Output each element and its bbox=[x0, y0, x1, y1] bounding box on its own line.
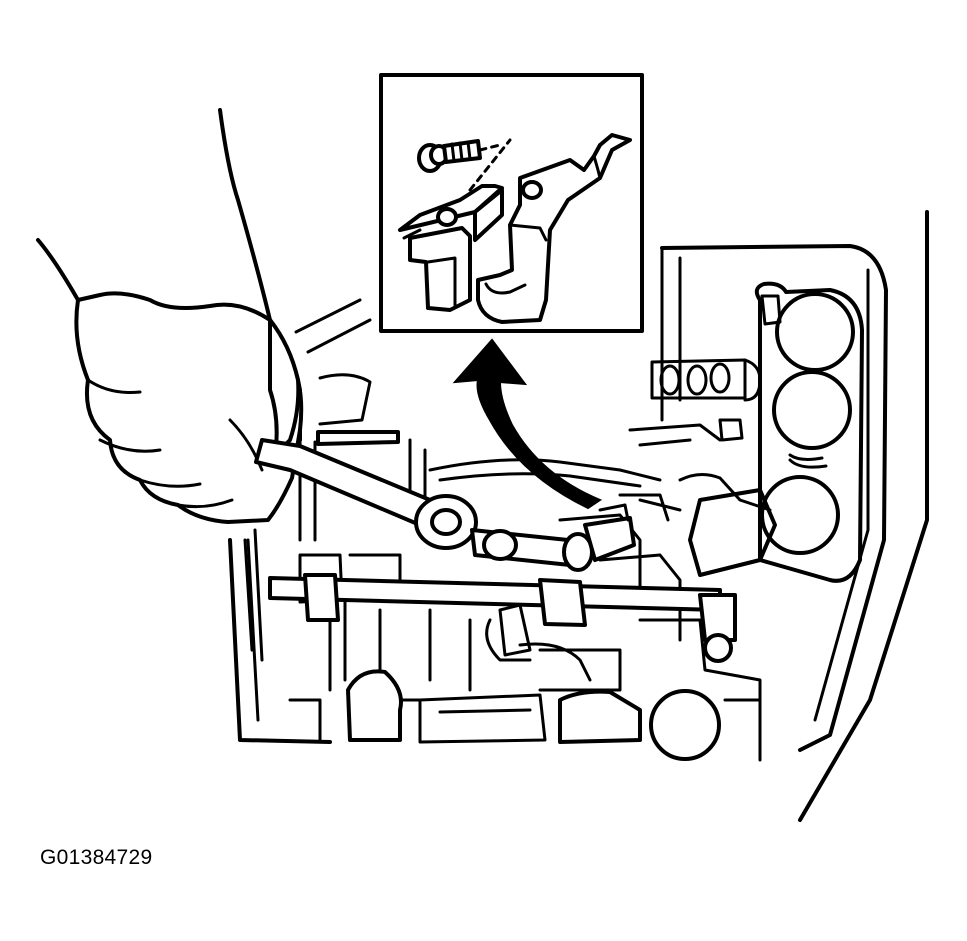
port-middle bbox=[772, 370, 852, 450]
port-bottom bbox=[760, 475, 840, 555]
lower-valves bbox=[298, 553, 762, 762]
arrow-body bbox=[452, 338, 603, 510]
lower-port bbox=[649, 689, 721, 761]
fluid-holes bbox=[628, 358, 762, 447]
bolt-icon bbox=[417, 138, 512, 192]
accumulator-ports bbox=[754, 281, 864, 583]
housing-outline bbox=[660, 244, 888, 752]
figure-id-label: G01384729 bbox=[40, 846, 153, 869]
bracket-left-icon bbox=[398, 184, 504, 312]
housing-edge-far bbox=[798, 210, 929, 822]
port-top bbox=[775, 292, 855, 372]
hand bbox=[74, 291, 304, 524]
forearm bbox=[218, 108, 272, 322]
detail-inset bbox=[379, 73, 644, 333]
hand-with-wrench-icon bbox=[36, 108, 636, 572]
manual-valve-rod bbox=[243, 528, 737, 663]
bracket-right-icon bbox=[476, 133, 632, 324]
curved-arrow-up-icon bbox=[452, 338, 603, 510]
